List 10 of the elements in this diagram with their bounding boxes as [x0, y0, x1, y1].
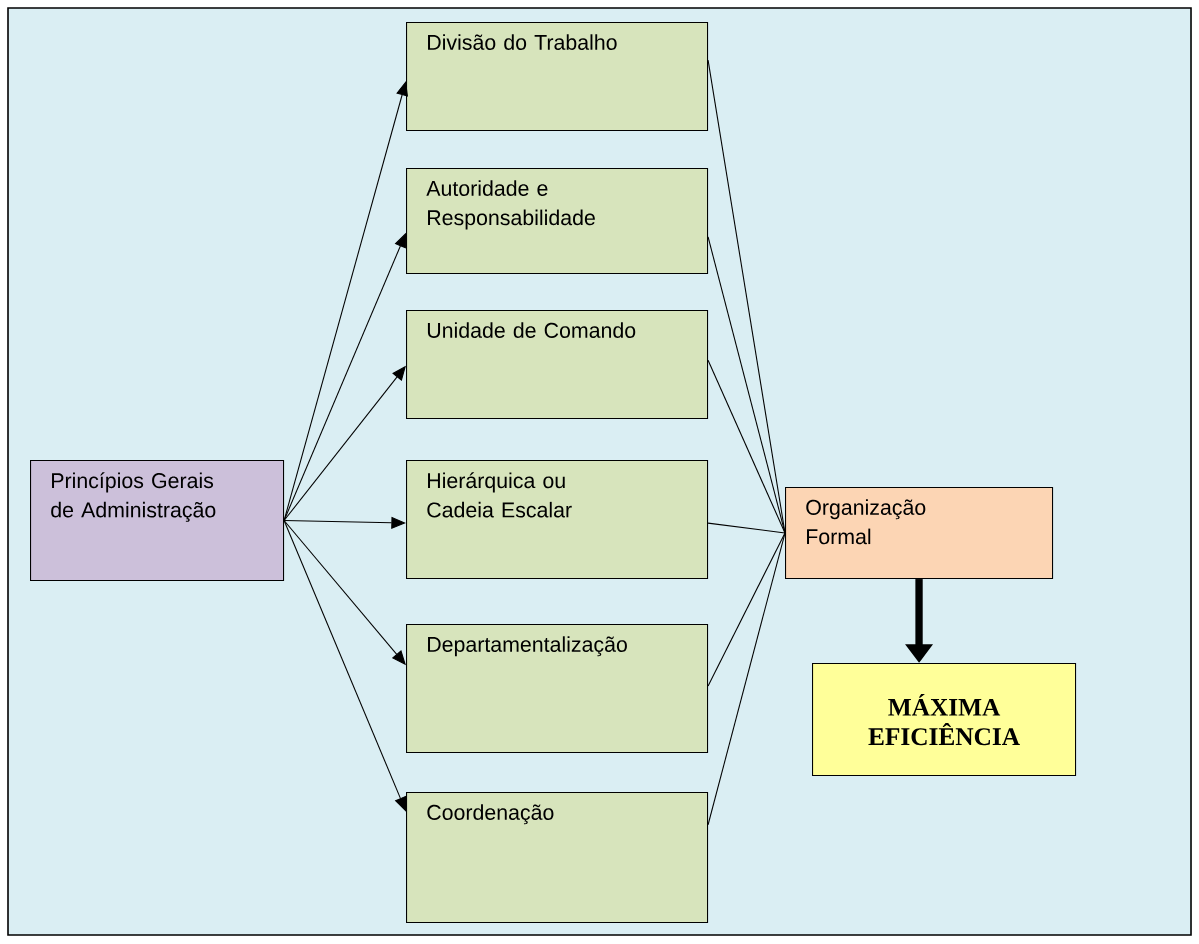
process-box: Organização Formal: [785, 487, 1054, 580]
process-box: Hierárquica ou Cadeia Escalar: [406, 460, 709, 580]
process-box: Unidade de Comando: [406, 310, 709, 420]
process-box: Autoridade e Responsabilidade: [406, 168, 709, 275]
result-box: MÁXIMA EFICIÊNCIA: [812, 663, 1077, 777]
arrow: [283, 516, 406, 529]
process-box: Departamentalização: [406, 624, 709, 754]
process-box: Divisão do Trabalho: [406, 22, 709, 132]
process-box: Coordenação: [406, 792, 709, 924]
process-box: Princípios Gerais de Administração: [30, 460, 285, 582]
